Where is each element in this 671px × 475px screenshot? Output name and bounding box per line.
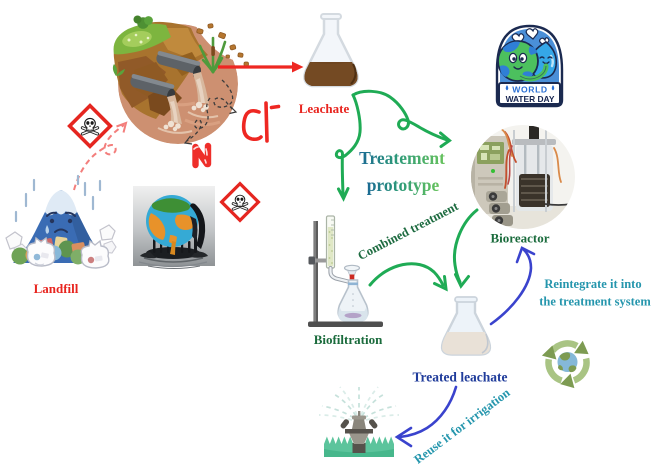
svg-text:Reuse it for irrigation: Reuse it for irrigation [411,385,512,466]
svg-text:Treatement: Treatement [359,148,445,168]
svg-text:Landfill: Landfill [34,281,79,296]
svg-text:Combined treatment: Combined treatment [355,199,461,263]
svg-text:Treated leachate: Treated leachate [412,370,507,385]
svg-text:prototype: prototype [367,175,440,195]
svg-text:WORLD: WORLD [512,85,547,95]
svg-text:WATER DAY: WATER DAY [506,94,555,104]
svg-text:the treatment system: the treatment system [539,295,651,309]
svg-text:Reintegrate it into: Reintegrate it into [544,277,641,291]
svg-text:Bioreactor: Bioreactor [491,231,550,246]
svg-text:Leachate: Leachate [299,101,350,116]
svg-text:Biofiltration: Biofiltration [314,332,383,347]
